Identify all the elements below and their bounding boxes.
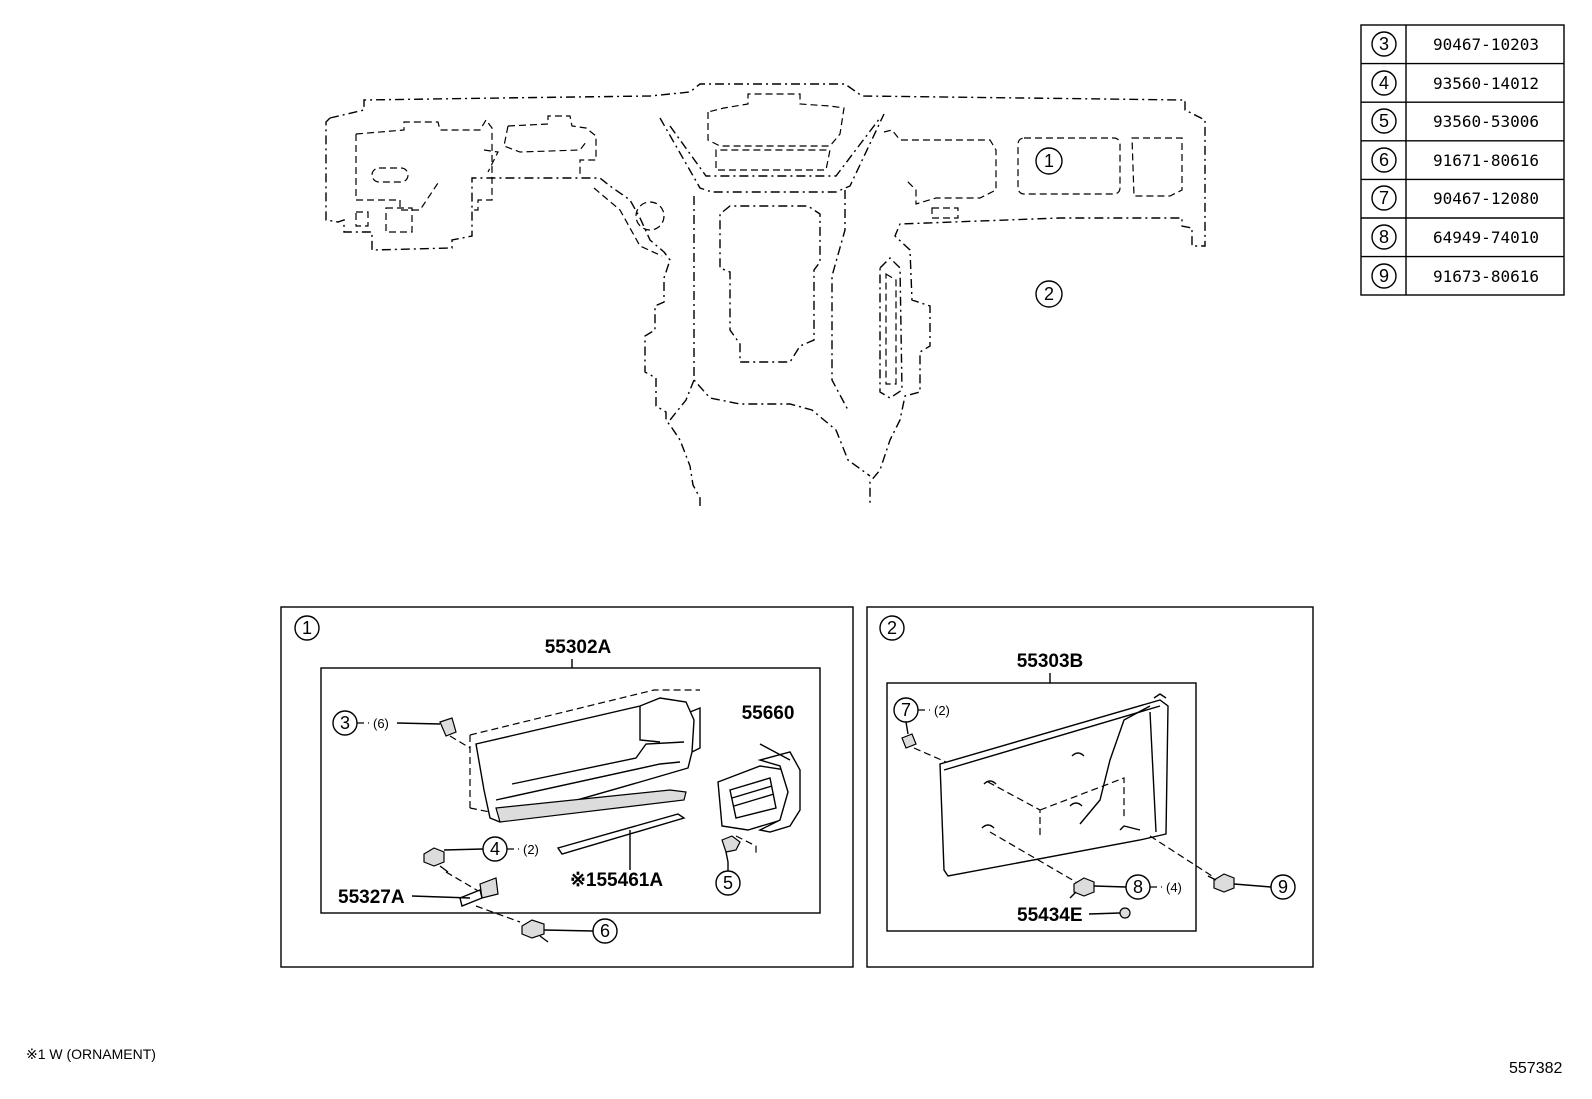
vent-screw-part [721,835,741,863]
table-ref: 7 [1379,188,1389,208]
label-55461A: ※155461A [570,870,663,891]
detail-1-ref: 1 [302,618,312,638]
callout-bolt-6: 6 [600,921,610,941]
parts-table: 3 90467-10203 4 93560-14012 5 93560-5300… [1360,24,1565,296]
table-part-number: 93560-53006 [1433,112,1539,131]
callout-screw-8: 8 [1133,877,1143,897]
dashboard-outline: 1 2 [325,83,1206,510]
table-row: 9 91673-80616 [1371,263,1539,289]
table-part-number: 91673-80616 [1433,267,1539,286]
table-row: 5 93560-53006 [1371,108,1539,134]
table-row: 3 90467-10203 [1371,31,1539,57]
table-row: 7 90467-12080 [1371,185,1539,211]
table-row: 6 91671-80616 [1371,147,1539,173]
table-part-number: 91671-80616 [1433,151,1539,170]
bolt-part [1207,873,1235,893]
label-55660: 55660 [742,703,795,724]
glove-box-part [469,689,701,823]
label-55327A: 55327A [338,887,405,908]
overview-callout-glove-box: 1 [1044,151,1054,171]
qty-screw-4: (2) [523,842,539,857]
drawing-number: 557382 [1509,1060,1563,1077]
table-row: 8 64949-74010 [1371,224,1539,250]
label-55303B: 55303B [1017,651,1084,672]
table-ref: 4 [1379,73,1389,93]
table-ref: 5 [1379,111,1389,131]
callout-screw-4: 4 [490,839,500,859]
table-ref: 8 [1379,227,1389,247]
qty-clip-3: (6) [373,716,389,731]
ornament-strip-part [556,813,686,870]
bracket-part [459,877,499,907]
detail-panel-1: 1 55302A ※155461A 55660 [280,606,854,968]
callout-vent-screw-5: 5 [723,873,733,893]
label-55434E: 55434E [1017,905,1083,926]
table-ref: 3 [1379,34,1389,54]
table-part-number: 90467-10203 [1433,35,1539,54]
qty-clip-7: (2) [934,703,950,718]
detail-2-ref: 2 [887,618,897,638]
screw-part [423,847,449,873]
callout-clip-3: 3 [340,713,350,733]
detail-panel-2: 2 55303B 7 (2) [866,606,1314,968]
table-part-number: 64949-74010 [1433,228,1539,247]
table-ref: 9 [1379,266,1389,286]
table-part-number: 90467-12080 [1433,189,1539,208]
lower-cover-part [939,693,1169,877]
screw-part [1069,877,1095,899]
callout-bolt-9: 9 [1278,877,1288,897]
table-ref: 6 [1379,150,1389,170]
table-row: 4 93560-14012 [1371,70,1539,96]
table-part-number: 93560-14012 [1433,74,1539,93]
bolt-part [521,919,549,943]
air-vent-part [717,743,801,833]
qty-screw-8: (4) [1166,880,1182,895]
callout-clip-7: 7 [901,700,911,720]
footnote: ※1 W (ORNAMENT) [26,1046,156,1062]
overview-callout-lower-cover: 2 [1044,284,1054,304]
label-55302A: 55302A [545,637,612,658]
